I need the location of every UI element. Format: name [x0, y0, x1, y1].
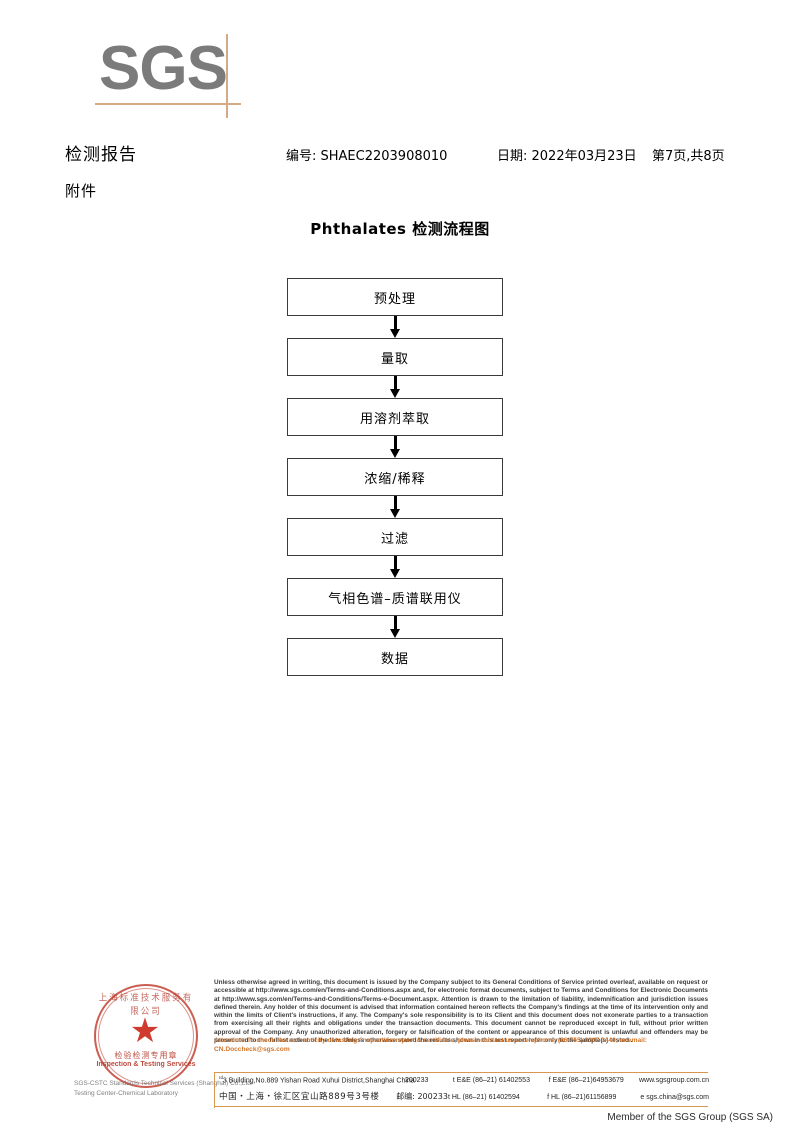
- seal-inner-circle: [98, 988, 194, 1084]
- flow-arrow-down-icon: [287, 556, 503, 578]
- email: e sgs.china@sgs.com: [640, 1094, 709, 1101]
- report-number: 编号: SHAEC2203908010: [286, 149, 448, 164]
- flow-node: 预处理: [287, 278, 503, 316]
- seal-arc-text: 上海标准技术服务有限公司: [98, 993, 194, 1018]
- address-en-text: 3 Building,No.889 Yishan Road Xuhui Dist…: [222, 1077, 415, 1085]
- tel-hl: t HL (86–21) 61402594: [447, 1094, 520, 1101]
- postcode-cn: 邮编: 200233: [396, 1091, 448, 1102]
- tel-ee: t E&E (86–21) 61402553: [452, 1077, 530, 1085]
- flowchart-title: Phthalates 检测流程图: [310, 220, 490, 238]
- member-of-group-line: Member of the SGS Group (SGS SA): [607, 1112, 773, 1123]
- flow-arrow-down-icon: [287, 496, 503, 518]
- sgs-wordmark: SGS: [99, 34, 228, 103]
- address-cn: 中国・上海・徐汇区宜山路889号3号楼: [219, 1092, 380, 1102]
- address-en: rd3 Building,No.889 Yishan Road Xuhui Di…: [219, 1075, 415, 1084]
- address-rule-left: [214, 1072, 216, 1108]
- logo-horizontal-rule: [95, 103, 241, 105]
- flowchart: 预处理 量取 用溶剂萃取 浓缩/稀释 过滤 气相色谱–质谱联用仪 数据: [287, 278, 503, 676]
- postcode-en: 200233: [405, 1077, 429, 1085]
- flow-node: 数据: [287, 638, 503, 676]
- flow-arrow-down-icon: [287, 436, 503, 458]
- address-rule-bottom: [214, 1106, 708, 1108]
- seal-outer-circle: [94, 984, 198, 1088]
- attachment-label: 附件: [65, 182, 98, 200]
- address-row-cn: 中国・上海・徐汇区宜山路889号3号楼 邮编: 200233 t HL (86–…: [219, 1090, 709, 1105]
- legal-disclaimer-text: Unless otherwise agreed in writing, this…: [214, 979, 708, 1045]
- report-date: 日期: 2022年03月23日: [497, 149, 637, 164]
- address-rule-top: [214, 1072, 708, 1074]
- flow-arrow-down-icon: [287, 616, 503, 638]
- flow-arrow-down-icon: [287, 376, 503, 398]
- flow-arrow-down-icon: [287, 316, 503, 338]
- fax-hl: f HL (86–21)61156899: [547, 1094, 617, 1101]
- address-block: rd3 Building,No.889 Yishan Road Xuhui Di…: [219, 1075, 709, 1105]
- address-en-ordinal: rd: [219, 1075, 223, 1080]
- seal-cn-text: 检验检测专用章: [114, 1051, 178, 1060]
- logo-vertical-rule: [226, 34, 228, 118]
- star-icon: ★: [129, 1012, 161, 1050]
- sgs-logo: SGS: [95, 34, 295, 118]
- page-indicator: 第7页,共8页: [652, 149, 725, 164]
- flow-node: 量取: [287, 338, 503, 376]
- fax-ee: f E&E (86–21)64953679: [548, 1077, 624, 1085]
- address-row-en: rd3 Building,No.889 Yishan Road Xuhui Di…: [219, 1075, 709, 1090]
- attention-notice-text: Attention: To check the authenticity of …: [214, 1037, 647, 1053]
- seal-en-text: Inspection & Testing Services: [96, 1061, 196, 1068]
- postcode-cn-label: 邮编:: [396, 1092, 415, 1101]
- seal-company-name: SGS-CSTC Standards Technical Services (S…: [74, 1080, 253, 1087]
- postcode-cn-value: 200233: [417, 1092, 448, 1101]
- report-header: 检测报告 附件 编号: SHAEC2203908010 日期: 2022年03月…: [0, 140, 800, 200]
- company-seal-stamp: 上海标准技术服务有限公司 ★ 检验检测专用章 Inspection & Test…: [74, 980, 253, 1100]
- website: www.sgsgroup.com.cn: [638, 1077, 709, 1085]
- flow-node: 用溶剂萃取: [287, 398, 503, 436]
- page-footer: 上海标准技术服务有限公司 ★ 检验检测专用章 Inspection & Test…: [0, 975, 800, 1131]
- flow-node: 气相色谱–质谱联用仪: [287, 578, 503, 616]
- flow-node: 过滤: [287, 518, 503, 556]
- seal-lab-name: Testing Center-Chemical Laboratory: [74, 1090, 179, 1097]
- flow-node: 浓缩/稀释: [287, 458, 503, 496]
- page-title: 检测报告: [65, 145, 137, 165]
